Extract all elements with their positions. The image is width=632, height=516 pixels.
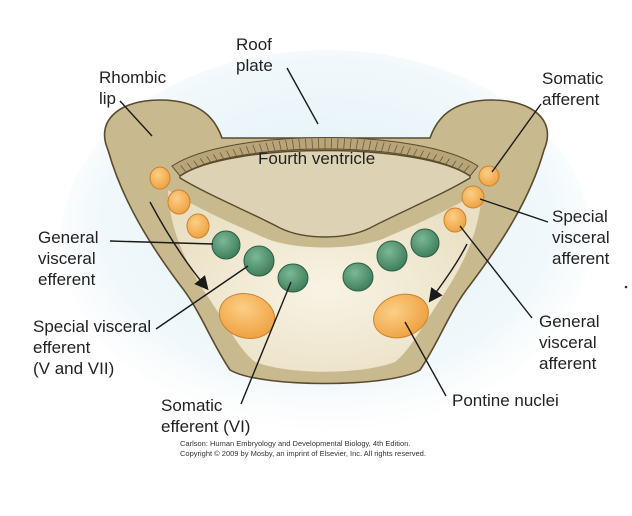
special-visceral-efferent-label-line2: efferent bbox=[33, 338, 91, 357]
roof-plate-stripe bbox=[304, 138, 307, 150]
roof-plate-stripe bbox=[368, 140, 372, 152]
roof-plate-stripe bbox=[343, 138, 346, 150]
special-visceral-efferent-nucleus-right bbox=[376, 240, 408, 272]
roof-plate-stripe bbox=[361, 139, 365, 151]
somatic-afferent-label-line2: afferent bbox=[542, 90, 600, 109]
general-visceral-afferent-nucleus-left bbox=[186, 213, 210, 239]
fourth-ventricle-label: Fourth ventricle bbox=[258, 149, 375, 168]
roof-plate-stripe bbox=[252, 144, 257, 156]
roof-plate-stripe bbox=[245, 146, 251, 157]
credit-line-1: Carlson: Human Embryology and Developmen… bbox=[180, 439, 410, 448]
special-visceral-afferent-leader bbox=[479, 198, 549, 223]
roof-plate-stripe bbox=[355, 139, 359, 150]
somatic-afferent-leader bbox=[491, 103, 542, 173]
migration-arrow-right bbox=[428, 243, 468, 303]
general-visceral-efferent-label-line1: General bbox=[38, 228, 98, 247]
somatic-afferent-nucleus-right bbox=[478, 165, 500, 187]
roof-plate-label-line2: plate bbox=[236, 56, 273, 75]
special-visceral-efferent-label-line1: Special visceral bbox=[33, 317, 151, 336]
general-visceral-efferent-nucleus-left bbox=[211, 230, 241, 260]
roof-plate-stripe bbox=[380, 142, 385, 153]
roof-plate-stripe bbox=[265, 142, 270, 153]
special-visceral-efferent-leader bbox=[155, 265, 249, 330]
migration-arrow-left bbox=[149, 201, 209, 291]
roof-plate-stripe bbox=[386, 143, 392, 155]
pontine-nucleus-right bbox=[373, 293, 429, 339]
rhombic-lip-leader bbox=[119, 100, 153, 137]
somatic-efferent-label-line1: Somatic bbox=[161, 396, 223, 415]
roof-plate-stripe bbox=[298, 138, 301, 150]
roof-plate-stripe bbox=[349, 138, 352, 150]
roof-plate-stripe bbox=[393, 144, 398, 156]
general-visceral-afferent-leader bbox=[459, 225, 533, 319]
special-visceral-afferent-label-line1: Special bbox=[552, 207, 608, 226]
roof-plate-stripe bbox=[337, 138, 339, 149]
roof-plate-stripe bbox=[399, 146, 405, 157]
roof-plate-leader bbox=[286, 67, 319, 125]
somatic-afferent-nucleus-left bbox=[149, 166, 171, 190]
general-visceral-efferent-label-line3: efferent bbox=[38, 270, 96, 289]
rhombic-lip-label-line1: Rhombic bbox=[99, 68, 167, 87]
roof-plate-stripe bbox=[258, 143, 264, 155]
roof-plate bbox=[171, 137, 479, 177]
special-visceral-afferent-nucleus-right bbox=[461, 185, 485, 209]
special-visceral-efferent-nucleus-left bbox=[243, 245, 275, 277]
somatic-afferent-label-line1: Somatic bbox=[542, 69, 604, 88]
roof-plate-stripe bbox=[291, 139, 295, 150]
roof-plate-label-line1: Roof bbox=[236, 35, 272, 54]
special-visceral-afferent-label-line3: afferent bbox=[552, 249, 610, 268]
roof-plate-stripe bbox=[278, 140, 282, 152]
special-visceral-afferent-label-line2: visceral bbox=[552, 228, 610, 247]
somatic-efferent-nucleus-left bbox=[277, 263, 309, 293]
roof-plate-stripe bbox=[311, 138, 313, 149]
roof-plate-stripe bbox=[272, 141, 276, 153]
edge-dot bbox=[624, 285, 628, 289]
general-visceral-efferent-nucleus-right bbox=[410, 228, 440, 258]
pontine-nuclei-label: Pontine nuclei bbox=[452, 391, 559, 410]
rhombic-lip-label-line2: lip bbox=[99, 89, 116, 108]
somatic-efferent-leader bbox=[240, 281, 292, 405]
special-visceral-afferent-nucleus-left bbox=[167, 189, 191, 215]
general-visceral-afferent-label-line3: afferent bbox=[539, 354, 597, 373]
roof-plate-stripe bbox=[285, 139, 289, 151]
fourth-ventricle-cavity bbox=[179, 149, 471, 238]
general-visceral-afferent-label-line2: visceral bbox=[539, 333, 597, 352]
credit-line-2: Copyright © 2009 by Mosby, an imprint of… bbox=[180, 449, 426, 458]
pontine-nuclei-leader bbox=[404, 321, 447, 397]
special-visceral-efferent-label-line3: (V and VII) bbox=[33, 359, 114, 378]
roof-plate-stripe bbox=[374, 141, 378, 153]
somatic-efferent-label-line2: efferent (VI) bbox=[161, 417, 250, 436]
general-visceral-efferent-label-line2: visceral bbox=[38, 249, 96, 268]
somatic-efferent-nucleus-right bbox=[342, 262, 374, 292]
general-visceral-efferent-leader bbox=[109, 240, 214, 245]
general-visceral-afferent-label-line1: General bbox=[539, 312, 599, 331]
